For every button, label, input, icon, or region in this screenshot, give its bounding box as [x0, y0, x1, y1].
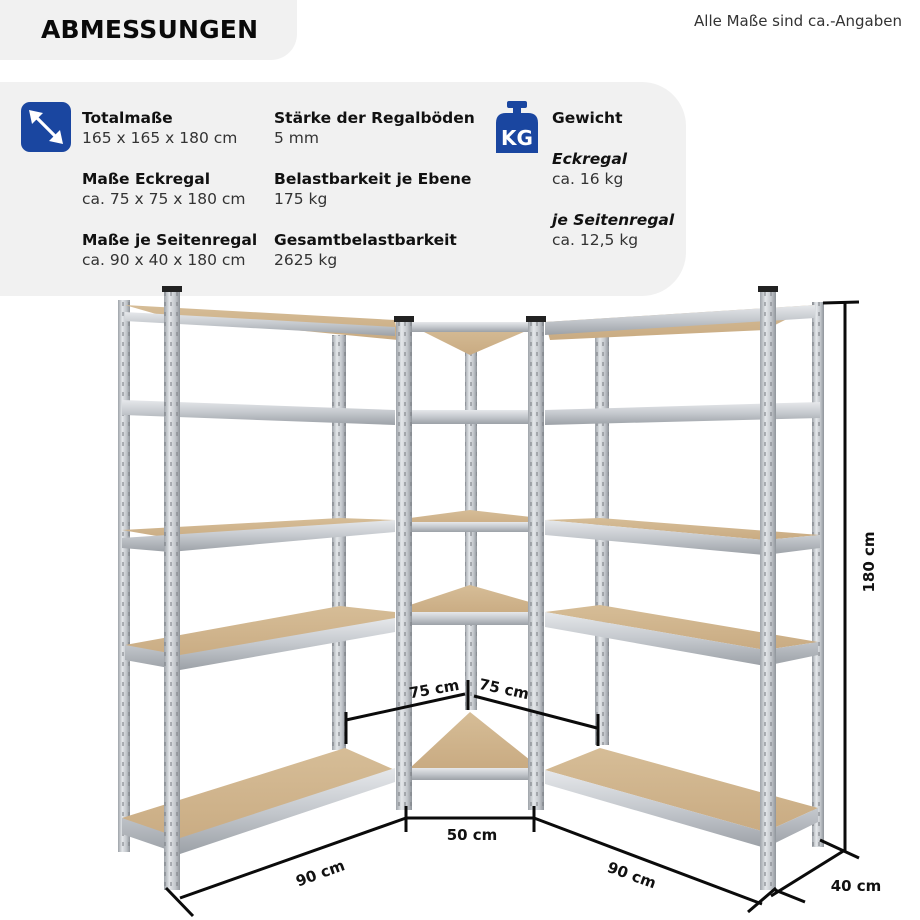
- spec-label: Gesamtbelastbarkeit: [274, 231, 457, 249]
- dim-label-corner-left: 75 cm: [408, 676, 461, 703]
- shelf-beam: [410, 410, 540, 424]
- spec-weight-side: je Seitenregal ca. 12,5 kg: [552, 210, 674, 250]
- corner-shelf: [394, 316, 546, 810]
- shelf-board: [410, 585, 540, 615]
- spec-total-load: Gesamtbelastbarkeit 2625 kg: [274, 230, 457, 270]
- spec-value: ca. 75 x 75 x 180 cm: [82, 190, 246, 208]
- spec-weight-corner: Eckregal ca. 16 kg: [552, 149, 627, 189]
- title-background: [0, 0, 297, 60]
- spec-value: ca. 12,5 kg: [552, 231, 639, 249]
- spec-label: Maße je Seitenregal: [82, 231, 258, 249]
- dim-line-depth: [770, 848, 846, 898]
- spec-label: Eckregal: [552, 150, 628, 168]
- shelf-board: [545, 518, 820, 540]
- spec-value: ca. 16 kg: [552, 170, 624, 188]
- kg-icon-text: KG: [501, 126, 533, 150]
- dim-line-right-width: [533, 816, 763, 906]
- spec-value: ca. 90 x 40 x 180 cm: [82, 251, 246, 269]
- spec-shelf-thickness: Stärke der Regalböden 5 mm: [274, 108, 475, 148]
- shelf-board: [410, 325, 540, 355]
- spec-label: Gewicht: [552, 109, 623, 127]
- dim-label-depth: 40 cm: [831, 877, 882, 895]
- dim-label-corner-front: 50 cm: [447, 826, 498, 844]
- spec-load-per-level: Belastbarkeit je Ebene 175 kg: [274, 169, 471, 209]
- shelf-board: [410, 712, 540, 768]
- dim-label-height: 180 cm: [860, 531, 878, 592]
- shelf-board: [545, 605, 818, 650]
- page-title: ABMESSUNGEN: [41, 15, 259, 44]
- dim-line-corner-left: [345, 692, 466, 722]
- shelf-beam: [545, 402, 820, 425]
- shelf-beam: [122, 400, 395, 425]
- right-side-shelf: [545, 286, 824, 890]
- specs-panel: [0, 82, 686, 296]
- spec-weight-title: Gewicht: [552, 108, 623, 128]
- spec-label: je Seitenregal: [552, 211, 675, 229]
- shelf-board: [125, 606, 395, 660]
- dim-label-left-width: 90 cm: [293, 856, 347, 890]
- dim-line-corner-right: [473, 694, 598, 730]
- spec-label: Maße Eckregal: [82, 170, 211, 188]
- left-side-shelf: [118, 286, 398, 890]
- shelf-board: [122, 748, 395, 845]
- spec-total-dimensions: Totalmaße 165 x 165 x 180 cm: [82, 108, 237, 148]
- spec-corner-shelf-dimensions: Maße Eckregal ca. 75 x 75 x 180 cm: [82, 169, 246, 209]
- diagonal-resize-arrow-icon: [21, 102, 71, 152]
- spec-label: Belastbarkeit je Ebene: [274, 170, 472, 188]
- spec-value: 165 x 165 x 180 cm: [82, 129, 238, 147]
- dim-line-left-width: [179, 816, 407, 900]
- spec-value: 5 mm: [274, 129, 319, 147]
- spec-value: 2625 kg: [274, 251, 338, 269]
- dimension-lines: [164, 300, 860, 918]
- spec-label: Totalmaße: [82, 109, 173, 127]
- shelf-board: [545, 748, 818, 832]
- spec-label: Stärke der Regalböden: [274, 109, 475, 127]
- approx-note: Alle Maße sind ca.-Angaben: [694, 12, 902, 30]
- spec-value: 175 kg: [274, 190, 328, 208]
- kg-weight-icon: KG: [492, 101, 542, 153]
- spec-side-shelf-dimensions: Maße je Seitenregal ca. 90 x 40 x 180 cm: [82, 230, 257, 270]
